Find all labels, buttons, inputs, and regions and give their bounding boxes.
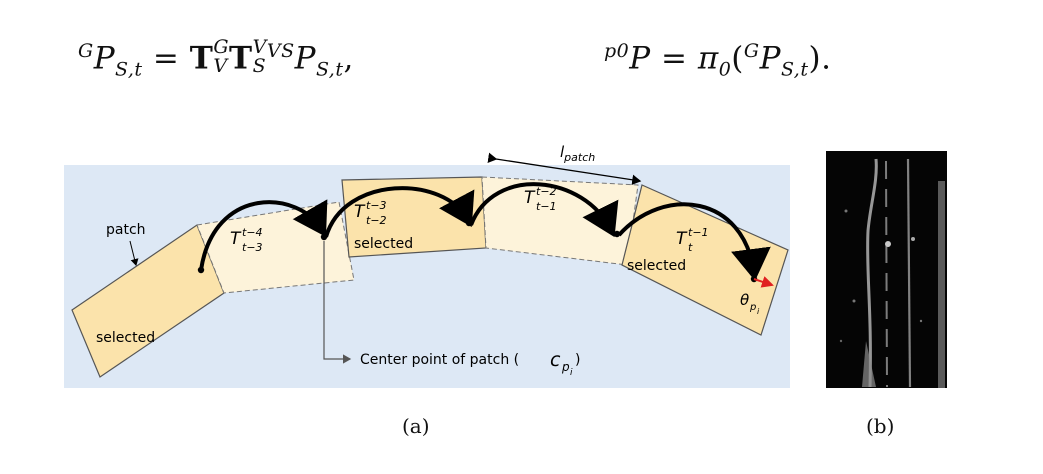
svg-text:t−3: t−3 [242, 241, 263, 254]
patch-pointer [129, 240, 139, 266]
eq2-inner-presup: G [743, 40, 760, 62]
svg-text:i: i [570, 368, 573, 378]
eq2-inner-sub: S,t [780, 58, 809, 81]
eq1-t2-sub: S [252, 54, 267, 77]
svg-text:T: T [524, 188, 536, 208]
selected-label-1: selected [96, 330, 155, 346]
transform-label-2: T t−3 t−2 [354, 199, 387, 227]
center-point-4 [613, 230, 621, 238]
svg-text:Center point of patch (: Center point of patch ( [360, 352, 519, 368]
svg-text:t−2: t−2 [366, 214, 387, 227]
eq1-lhs-symbol: P [93, 40, 116, 77]
road-speckle-4 [852, 299, 856, 303]
equation-2: p0P = π0(GPS,t). [604, 40, 831, 81]
svg-text:θ: θ [740, 291, 749, 309]
lane-line-center-right [906, 158, 912, 388]
eq2-pi-sub: 0 [718, 58, 732, 81]
eq1-lhs-presup: G [78, 40, 94, 62]
eq1-t1-sub: V [213, 54, 228, 77]
eq1-rhs-presup: VS [266, 40, 295, 62]
eq2-lhs-presup: p0 [604, 40, 630, 62]
eq1-trail: , [343, 40, 354, 77]
lane-wedge-left [862, 341, 876, 387]
eq2-pi-symbol: π [697, 40, 719, 77]
svg-text:T: T [676, 229, 688, 249]
patch-length-arrow [487, 152, 642, 185]
road-edge-right [938, 181, 945, 388]
eq2-inner-symbol: P [759, 40, 781, 77]
figure-b-road-image [826, 151, 947, 388]
eq2-lhs-symbol: P [629, 40, 651, 77]
selected-label-2: selected [354, 236, 413, 252]
eq1-rhs-sub: S,t [315, 58, 344, 81]
eq2-close: ). [808, 40, 832, 77]
lane-line-left [866, 158, 878, 388]
transform-arrow-2 [324, 186, 475, 238]
eq1-rhs-symbol: P [294, 40, 316, 77]
eq1-t2-sup: V [252, 35, 267, 58]
transform-label-3: T t−2 t−1 [524, 185, 557, 213]
road-image-background [826, 151, 947, 388]
eq2-open: ( [731, 40, 744, 77]
eq2-equals: = [660, 40, 688, 77]
figure-a-patch-diagram: lpatch patch selected selected selected … [64, 145, 790, 388]
center-point-3 [465, 219, 473, 227]
patch-5-selected [621, 184, 789, 336]
lane-line-center-left [885, 160, 888, 388]
selected-label-3: selected [627, 258, 686, 274]
center-callout-line [323, 241, 352, 364]
eq1-t2-symbol: T [229, 40, 253, 77]
transform-arrow-4 [617, 202, 771, 281]
svg-text:t−1: t−1 [536, 200, 557, 213]
svg-text:t−2: t−2 [536, 185, 557, 198]
eq1-equals: = [152, 40, 180, 77]
eq1-t1-sup: G [213, 35, 230, 58]
center-callout-label: Center point of patch ( c p i ) [360, 349, 580, 378]
transform-arrow-1 [199, 199, 328, 271]
svg-text:i: i [757, 307, 760, 316]
road-speckle-5 [839, 339, 843, 343]
svg-text:t: t [688, 241, 693, 254]
patch-label: patch [106, 222, 146, 238]
transform-label-4: T t−1 t [676, 226, 709, 254]
center-point-2 [320, 233, 328, 241]
svg-text:T: T [230, 229, 242, 249]
center-point-1 [197, 266, 205, 274]
svg-text:T: T [354, 202, 366, 222]
svg-text:p: p [561, 360, 570, 374]
svg-text:c: c [550, 349, 561, 371]
road-speckle-6 [919, 319, 923, 323]
patch-length-label: lpatch [560, 145, 595, 164]
heading-arrow [753, 276, 774, 288]
transform-label-1: T t−4 t−3 [230, 226, 263, 254]
svg-text:t−3: t−3 [366, 199, 387, 212]
svg-text:t−4: t−4 [242, 226, 263, 239]
theta-label: θ p i [740, 291, 760, 316]
eq1-t1-symbol: T [189, 40, 214, 77]
caption-b: (b) [866, 414, 895, 438]
svg-text:p: p [749, 302, 756, 313]
road-speckle-3 [844, 209, 848, 213]
caption-a: (a) [402, 414, 430, 438]
svg-text:): ) [575, 352, 580, 368]
road-speckle-1 [885, 241, 891, 247]
road-speckle-2 [911, 237, 915, 241]
svg-text:t−1: t−1 [688, 226, 709, 239]
eq1-lhs-sub: S,t [115, 58, 143, 81]
